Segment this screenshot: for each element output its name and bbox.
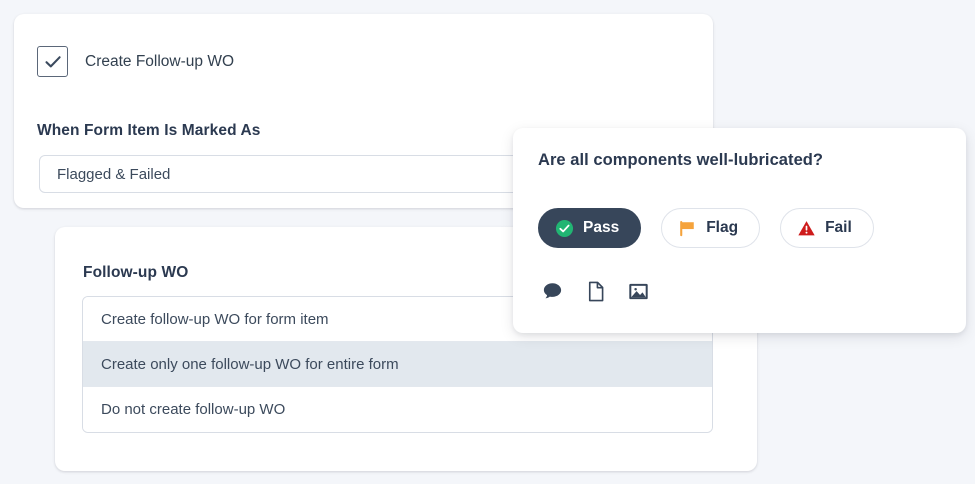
list-item[interactable]: Do not create follow-up WO	[83, 387, 712, 432]
warning-triangle-icon	[797, 219, 816, 238]
pass-button[interactable]: Pass	[538, 208, 642, 248]
followup-wo-title: Follow-up WO	[83, 264, 189, 281]
popover-question-title: Are all components well-lubricated?	[538, 151, 824, 169]
image-icon[interactable]	[625, 278, 651, 304]
flag-icon	[678, 219, 697, 238]
checkbox-icon[interactable]	[37, 46, 68, 77]
checkbox-label: Create Follow-up WO	[85, 52, 235, 70]
marked-as-select-value: Flagged & Failed	[57, 165, 171, 183]
fail-button-label: Fail	[825, 219, 852, 236]
check-circle-icon	[555, 219, 574, 238]
attachment-actions	[539, 278, 651, 304]
list-item-label: Create follow-up WO for form item	[101, 310, 329, 328]
create-followup-wo-checkbox-row[interactable]: Create Follow-up WO	[37, 46, 234, 77]
document-icon[interactable]	[582, 278, 608, 304]
flag-button-label: Flag	[706, 219, 739, 236]
checkmark-icon	[44, 55, 61, 67]
flag-button[interactable]: Flag	[661, 208, 761, 248]
list-item-label: Do not create follow-up WO	[101, 401, 286, 418]
list-item-label: Create only one follow-up WO for entire …	[101, 355, 399, 373]
comment-icon[interactable]	[539, 278, 565, 304]
when-form-item-marked-as-label: When Form Item Is Marked As	[37, 122, 261, 139]
form-item-popover: Are all components well-lubricated? Pass…	[513, 128, 966, 333]
status-button-group: Pass Flag Fail	[538, 208, 874, 248]
list-item[interactable]: Create only one follow-up WO for entire …	[83, 342, 712, 387]
fail-button[interactable]: Fail	[780, 208, 874, 248]
pass-button-label: Pass	[583, 219, 620, 236]
